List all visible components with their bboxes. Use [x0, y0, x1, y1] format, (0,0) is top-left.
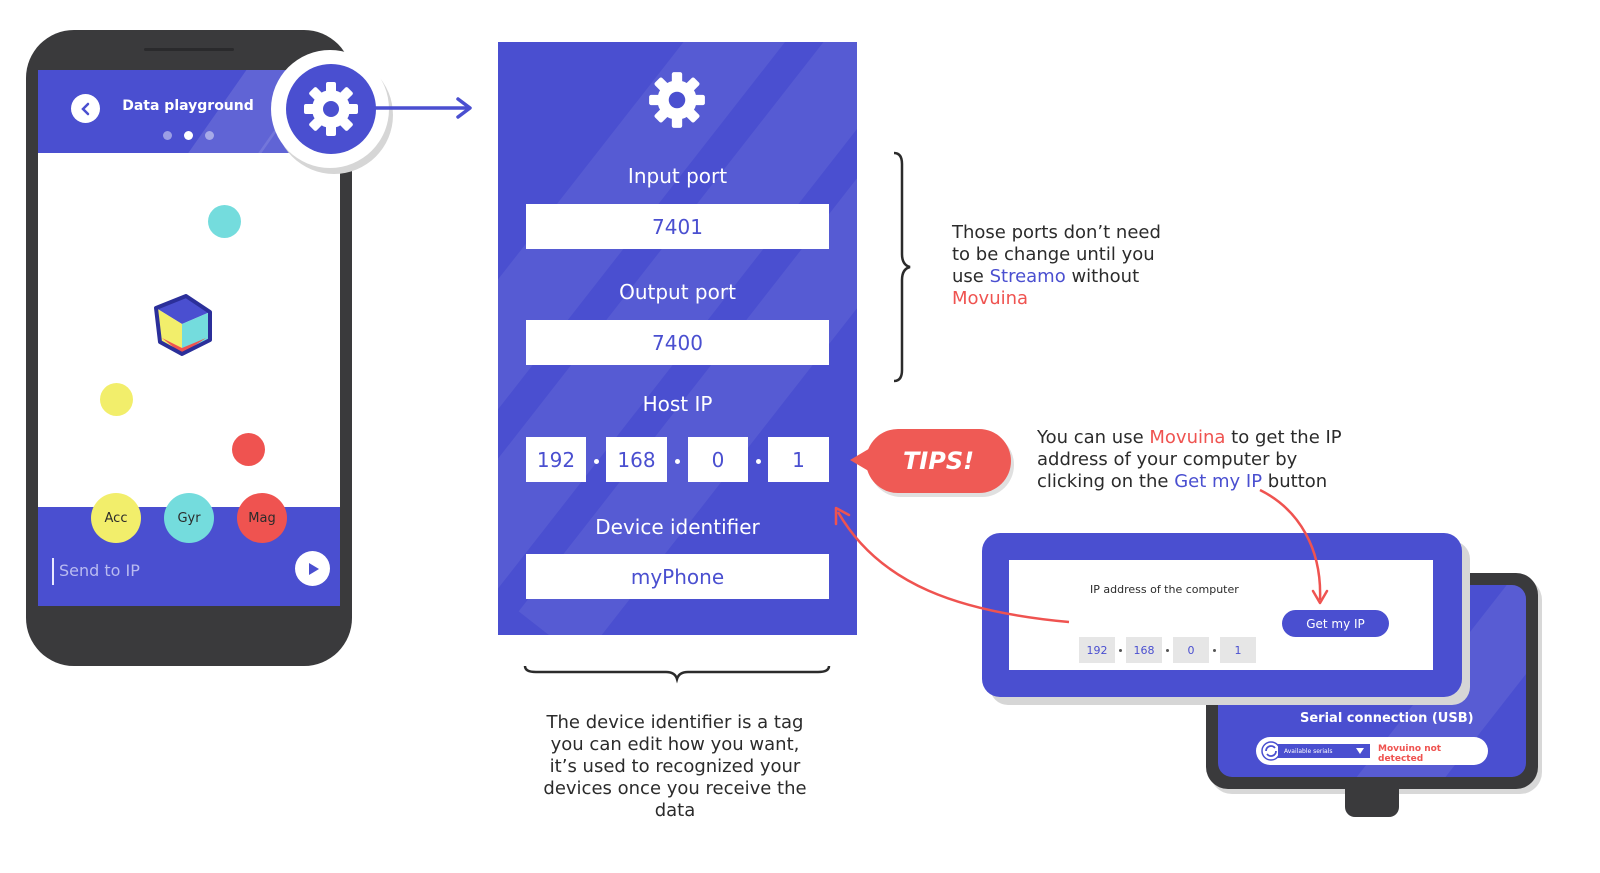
ip-separator — [1213, 649, 1216, 652]
ip-separator — [756, 459, 761, 464]
sensor-acc-button[interactable]: Acc — [91, 493, 141, 543]
ip-address-label: IP address of the computer — [1090, 583, 1239, 596]
page-dot-active[interactable] — [184, 131, 193, 140]
page-title: Data playground — [122, 98, 254, 114]
ports-note: Those ports don’t need to be change unti… — [952, 222, 1167, 310]
red-ball — [232, 433, 265, 466]
ip-separator — [1119, 649, 1122, 652]
host-ip-label: Host IP — [642, 392, 713, 416]
sensor-mag-button[interactable]: Mag — [237, 493, 287, 543]
tips-note-text: button — [1262, 471, 1328, 492]
host-ip-octet-2[interactable]: 168 — [606, 437, 667, 482]
ip-separator — [594, 459, 599, 464]
output-port-label: Output port — [619, 280, 736, 304]
bottom-brace — [523, 665, 831, 684]
tips-pointer — [850, 447, 872, 473]
host-ip-octet-1[interactable]: 192 — [526, 437, 586, 482]
tips-note-text: to get the IP address of your computer b… — [1037, 427, 1342, 492]
device-identifier-note: The device identifier is a tag you can e… — [543, 712, 807, 821]
input-port-label: Input port — [627, 164, 728, 188]
available-serials-select[interactable]: Available serials — [1278, 744, 1370, 758]
serial-bar: Available serials Movuino not detected — [1256, 737, 1488, 765]
streamo-highlight: Streamo — [989, 266, 1066, 287]
computer-ip-panel: IP address of the computer 192 168 0 1 G… — [1009, 560, 1433, 670]
tips-note-text: You can use — [1037, 427, 1150, 448]
serial-connection-title: Serial connection (USB) — [1300, 711, 1474, 726]
get-my-ip-highlight: Get my IP — [1174, 471, 1263, 492]
sensor-gyr-button[interactable]: Gyr — [164, 493, 214, 543]
send-button[interactable] — [295, 551, 330, 586]
gear-icon — [304, 82, 358, 136]
computer-ip-octet-1[interactable]: 192 — [1079, 637, 1115, 663]
device-stand — [1345, 787, 1399, 817]
ip-separator — [1166, 649, 1169, 652]
available-serials-label: Available serials — [1284, 747, 1333, 755]
get-my-ip-button[interactable]: Get my IP — [1282, 610, 1389, 637]
settings-panel: Input port 7401 Output port 7400 Host IP… — [498, 42, 857, 635]
computer-ip-octet-2[interactable]: 168 — [1126, 637, 1162, 663]
settings-button[interactable] — [286, 64, 376, 154]
right-brace — [893, 151, 911, 383]
computer-ip-octet-3[interactable]: 0 — [1173, 637, 1209, 663]
ip-separator — [675, 459, 680, 464]
serial-status: Movuino not detected — [1378, 744, 1442, 764]
ports-note-text: Those ports don’t need to be change unti… — [952, 222, 1161, 287]
chevron-down-icon — [1356, 748, 1364, 754]
movuina-highlight: Movuina — [952, 288, 1029, 309]
arrow-right-icon — [372, 97, 472, 119]
page-dot[interactable] — [163, 131, 172, 140]
play-icon — [308, 562, 319, 575]
text-cursor — [52, 558, 54, 585]
device-identifier-label: Device identifier — [595, 515, 760, 539]
chevron-left-icon — [80, 102, 89, 115]
cyan-ball — [208, 205, 241, 238]
tips-badge: TIPS! — [866, 429, 1011, 493]
host-ip-octet-4[interactable]: 1 — [768, 437, 829, 482]
computer-ip-window: IP address of the computer 192 168 0 1 G… — [982, 533, 1462, 697]
ports-note-text: without — [1065, 266, 1140, 287]
page-dot[interactable] — [205, 131, 214, 140]
phone-screen: Data playground Acc Gyr Mag Send to IP — [38, 70, 340, 606]
output-port-field[interactable]: 7400 — [526, 320, 829, 365]
device-identifier-field[interactable]: myPhone — [526, 554, 829, 599]
phone-speaker — [144, 48, 234, 51]
movuina-highlight: Movuina — [1149, 427, 1226, 448]
input-port-field[interactable]: 7401 — [526, 204, 829, 249]
computer-ip-octet-4[interactable]: 1 — [1220, 637, 1256, 663]
gear-icon — [649, 72, 705, 128]
tips-note: You can use Movuina to get the IP addres… — [1037, 427, 1367, 493]
cube-icon — [154, 294, 212, 356]
yellow-ball — [100, 383, 133, 416]
send-to-ip-input[interactable]: Send to IP — [59, 561, 140, 580]
back-button[interactable] — [71, 94, 100, 123]
host-ip-octet-3[interactable]: 0 — [688, 437, 748, 482]
